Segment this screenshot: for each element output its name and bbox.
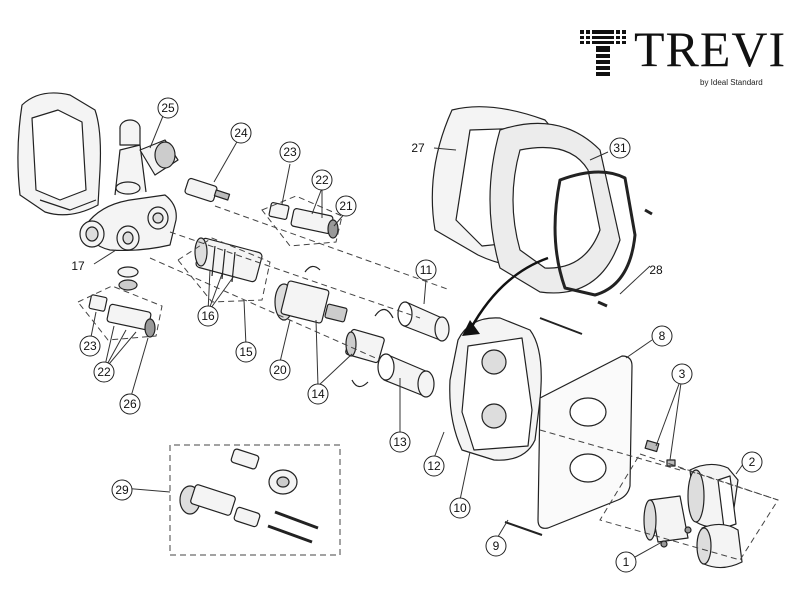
callout-29: 29	[115, 483, 129, 497]
callout-3: 3	[679, 367, 686, 381]
callout-9: 9	[493, 539, 500, 553]
group-2-line	[679, 467, 779, 501]
callout-circle-14	[307, 383, 329, 405]
part-2-handle	[687, 463, 739, 529]
callout-2: 2	[749, 455, 756, 469]
callout-22-upper: 22	[315, 173, 329, 187]
axis-line-4	[539, 429, 681, 471]
callout-circle-23b	[79, 335, 101, 357]
callout-circle-16	[197, 305, 219, 327]
callout-circle-22b	[93, 361, 115, 383]
part-14-spindle	[304, 265, 394, 388]
part-21-cartridge	[268, 202, 339, 239]
group-26-frame	[77, 285, 163, 341]
callout-14: 14	[311, 387, 325, 401]
callout-23-upper: 23	[283, 145, 297, 159]
callout-8: 8	[659, 329, 666, 343]
part-8-cover-plate	[537, 355, 633, 529]
callout-circle-29	[111, 479, 133, 501]
callout-circle-22a	[311, 169, 333, 191]
group-15-frame	[177, 237, 271, 303]
part-10-plate	[449, 317, 542, 461]
callout-circle-1	[615, 551, 637, 573]
callout-25: 25	[161, 101, 175, 115]
callout-10: 10	[453, 501, 467, 515]
part-29-kit	[179, 448, 319, 544]
part-12-sleeve	[397, 301, 450, 342]
callout-circle-9	[485, 535, 507, 557]
callout-22-lower: 22	[97, 365, 111, 379]
group-21-frame	[261, 195, 343, 247]
axis-line-1	[169, 231, 421, 319]
callout-circle-23a	[279, 141, 301, 163]
callout-20: 20	[273, 363, 287, 377]
brand-name: TREVI	[634, 21, 787, 77]
callout-11: 12	[427, 459, 441, 473]
callout-circle-24	[230, 122, 252, 144]
callout-circle-11	[423, 455, 445, 477]
callout-13: 13	[393, 435, 407, 449]
assembly-arrow	[468, 256, 549, 331]
callout-21: 21	[339, 199, 353, 213]
screw-28-upper	[644, 208, 653, 216]
callout-31: 31	[613, 141, 627, 155]
part-26-cartridge	[88, 294, 156, 338]
callout-circle-20	[269, 359, 291, 381]
valve-body	[79, 119, 177, 252]
brand-tagline: by Ideal Standard	[700, 78, 763, 87]
callout-23-lower: 23	[83, 339, 97, 353]
screw-28-lower	[597, 300, 608, 308]
part-25-cap	[139, 139, 179, 176]
callout-circle-13	[389, 431, 411, 453]
callout-circle-8	[651, 325, 673, 347]
part-3-screw	[666, 459, 676, 467]
part-3-adapter	[644, 439, 660, 453]
callout-1: 1	[623, 555, 630, 569]
kit-29-frame	[169, 444, 341, 556]
callout-27: 27	[411, 141, 425, 155]
part-13-sleeve	[377, 353, 435, 398]
trevi-logo-mark	[580, 30, 626, 76]
callout-12: 11	[420, 263, 433, 277]
mounting-bracket	[17, 92, 102, 216]
callout-circle-15	[235, 341, 257, 363]
callout-28: 28	[649, 263, 663, 277]
callout-circle-31	[609, 137, 631, 159]
axis-line-3	[214, 205, 451, 291]
callout-15: 15	[239, 345, 253, 359]
part-24-cartridge	[184, 177, 231, 203]
part-20-cartridge	[274, 280, 348, 324]
callout-circle-10	[449, 497, 471, 519]
axis-line-2	[149, 257, 381, 361]
screw-9-lower	[504, 521, 543, 536]
callout-circle-25	[157, 97, 179, 119]
callout-16: 16	[201, 309, 215, 323]
part-1-knob	[643, 495, 743, 569]
callout-24: 24	[234, 126, 248, 140]
screw-9-upper	[539, 317, 583, 335]
callout-circle-12	[415, 259, 437, 281]
nut	[118, 279, 138, 291]
callout-circle-3	[671, 363, 693, 385]
callout-26: 26	[123, 397, 137, 411]
assembly-arrowhead	[462, 320, 480, 336]
callout-circle-26	[119, 393, 141, 415]
callout-17: 17	[71, 259, 85, 273]
part-31-gasket	[553, 170, 637, 297]
part-16-cartridge	[194, 237, 263, 283]
o-ring	[117, 266, 139, 278]
callout-circle-21	[335, 195, 357, 217]
part-27-housing	[431, 106, 621, 294]
callout-circle-2	[741, 451, 763, 473]
